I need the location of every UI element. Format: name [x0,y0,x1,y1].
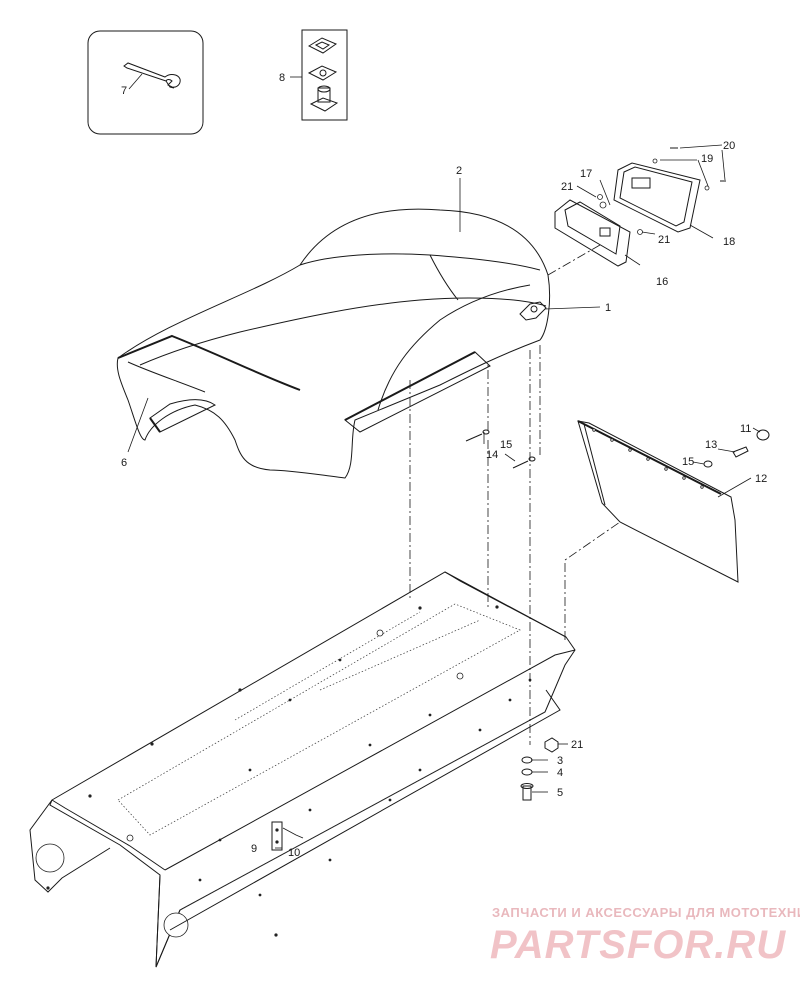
latch-icon [309,85,339,112]
wrench-callout-box [87,30,204,135]
assembly-lines [409,244,621,745]
callout-8: 8 [279,72,285,84]
callout-21-bottom: 21 [571,739,583,751]
callouts: 1 2 3 4 5 6 7 8 9 10 11 12 13 14 15 15 1… [121,72,767,859]
callout-1: 1 [605,302,611,314]
callout-16: 16 [656,276,668,288]
lower-fasteners [520,737,559,801]
callout-7: 7 [121,85,127,97]
callout-18: 18 [723,236,735,248]
callout-12: 12 [755,473,767,485]
callout-11: 11 [740,423,751,435]
callout-6: 6 [121,457,127,469]
seat-fasteners [465,429,536,469]
taillight-drawing [554,147,726,267]
callout-19: 19 [701,153,713,165]
callout-17: 17 [580,168,592,180]
callout-5: 5 [557,787,563,799]
callout-9: 9 [251,843,257,855]
callout-2: 2 [456,165,462,177]
wrench-icon [123,62,181,89]
plate-icon [307,65,338,81]
watermark: ЗАПЧАСТИ И АКСЕССУАРЫ ДЛЯ МОТОТЕХНИКИ PA… [490,905,800,967]
callout-21-light: 21 [658,234,670,246]
watermark-brand: PARTSFOR.RU [490,923,786,967]
callout-4: 4 [557,767,563,779]
watermark-tagline: ЗАПЧАСТИ И АКСЕССУАРЫ ДЛЯ МОТОТЕХНИКИ [492,905,800,920]
tunnel-drawing [29,571,576,968]
callout-3: 3 [557,755,563,767]
callout-15-flap: 15 [682,456,694,468]
callout-20: 20 [723,140,735,152]
leader-lines [127,144,761,849]
callout-10: 10 [288,847,300,859]
seat-lock-icon [519,301,547,321]
mudflap-drawing [577,420,770,583]
kit-callout-box [290,29,348,121]
callout-15-seat: 15 [500,439,512,451]
callout-14: 14 [486,449,498,461]
gasket-icon [307,37,338,54]
seat-drawing [116,208,551,479]
callout-13: 13 [705,439,717,451]
callout-21-top: 21 [561,181,573,193]
